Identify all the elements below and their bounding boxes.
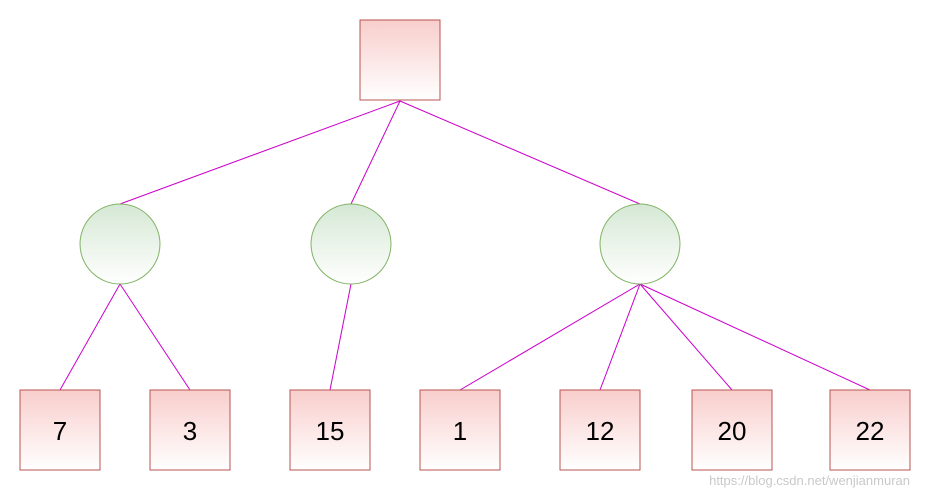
leaf-node-label: 12 bbox=[586, 416, 615, 446]
edge-c2-l3 bbox=[329, 283, 352, 391]
leaf-node-label: 20 bbox=[718, 416, 747, 446]
leaf-node-label: 22 bbox=[856, 416, 885, 446]
edge-c3-l5 bbox=[599, 283, 641, 391]
internal-node-2 bbox=[310, 203, 392, 285]
leaf-node-3: 3 bbox=[149, 389, 231, 471]
leaf-node-label: 1 bbox=[453, 416, 467, 446]
internal-node-3 bbox=[599, 203, 681, 285]
edge-root-c3 bbox=[399, 100, 641, 205]
edge-c3-l7 bbox=[639, 283, 871, 391]
leaf-node-label: 3 bbox=[183, 416, 197, 446]
leaf-node-label: 15 bbox=[316, 416, 345, 446]
leaf-node-12: 12 bbox=[559, 389, 641, 471]
root-node bbox=[359, 19, 441, 101]
edge-c3-l4 bbox=[459, 283, 641, 391]
leaf-node-20: 20 bbox=[691, 389, 773, 471]
leaf-node-1: 1 bbox=[419, 389, 501, 471]
edge-c3-l6 bbox=[639, 283, 733, 391]
leaf-node-22: 22 bbox=[829, 389, 911, 471]
edge-root-c1 bbox=[119, 100, 401, 205]
internal-node-1 bbox=[79, 203, 161, 285]
leaf-node-15: 15 bbox=[289, 389, 371, 471]
edge-c1-l1 bbox=[59, 283, 121, 391]
leaf-node-label: 7 bbox=[53, 416, 67, 446]
edge-c1-l2 bbox=[119, 283, 191, 391]
watermark: https://blog.csdn.net/wenjianmuran bbox=[709, 473, 910, 488]
edge-root-c2 bbox=[350, 100, 401, 205]
leaf-node-7: 7 bbox=[19, 389, 101, 471]
